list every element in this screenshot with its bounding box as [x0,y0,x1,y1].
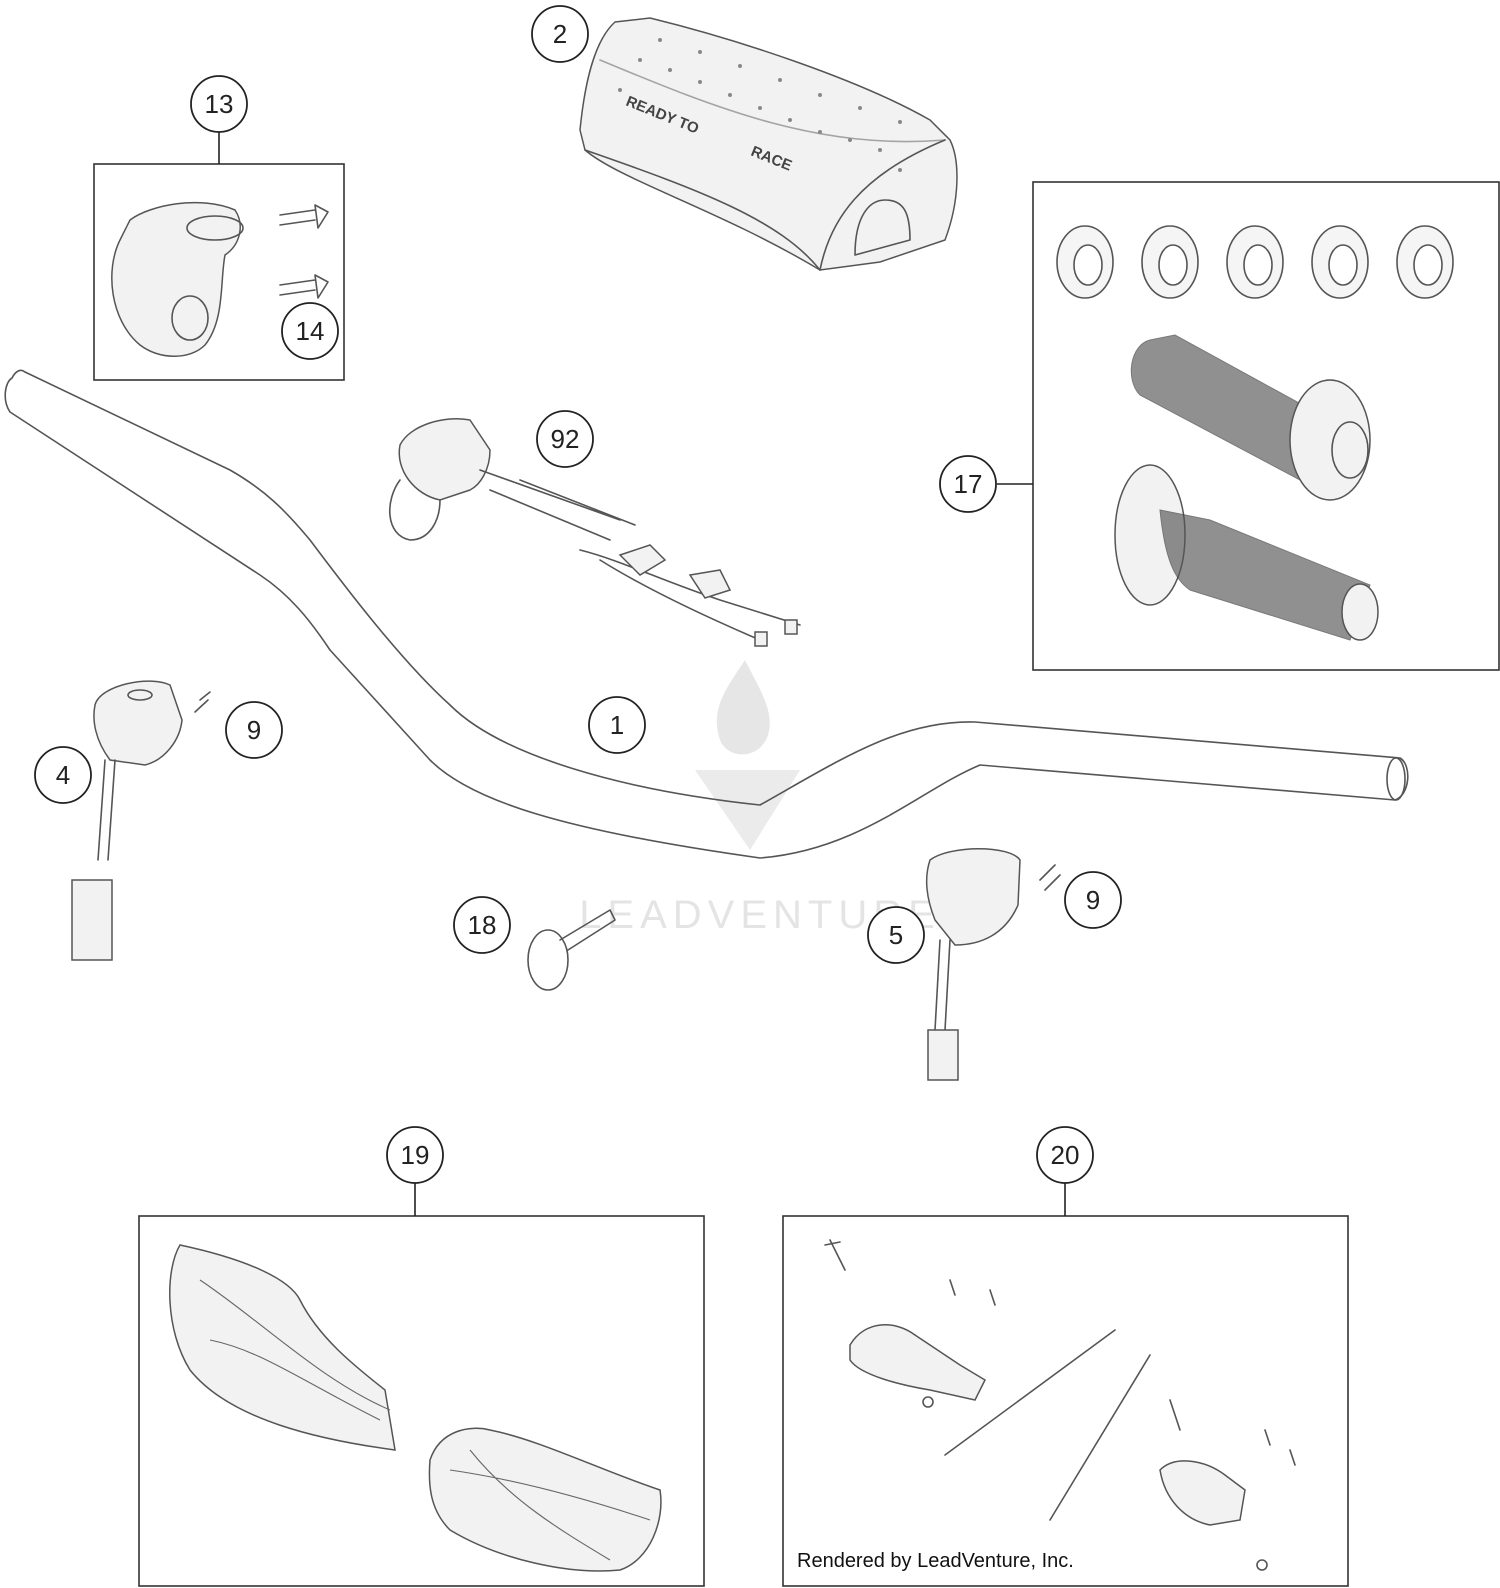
svg-text:1: 1 [610,710,624,740]
callout-5: 5 [867,906,925,964]
callout-17: 17 [939,455,997,513]
callout-13: 13 [190,75,248,133]
switch-left [71,680,211,961]
render-credit: Rendered by LeadVenture, Inc. [797,1550,1074,1572]
svg-text:92: 92 [551,424,580,454]
svg-text:19: 19 [401,1140,430,1170]
cable-tie [527,909,616,991]
callout-20: 20 [1036,1126,1094,1184]
kit-13-box [93,130,345,381]
svg-text:2: 2 [553,19,567,49]
callout-19: 19 [386,1126,444,1184]
handlebar [4,369,1409,859]
svg-text:20: 20 [1051,1140,1080,1170]
svg-text:9: 9 [247,715,261,745]
callout-9-left: 9 [225,701,283,759]
switch-right [925,848,1061,1081]
handlebar-pad: READY TO RACE [579,17,958,271]
svg-text:17: 17 [954,469,983,499]
callout-18: 18 [453,896,511,954]
callout-4: 4 [34,746,92,804]
svg-text:9: 9 [1086,885,1100,915]
svg-text:14: 14 [296,316,325,346]
svg-text:18: 18 [468,910,497,940]
svg-text:4: 4 [56,760,70,790]
kit-20-box: Rendered by LeadVenture, Inc. [782,1182,1349,1587]
callout-14: 14 [281,302,339,360]
callout-9-right: 9 [1064,871,1122,929]
callout-92: 92 [536,410,594,468]
kit-17-box [997,181,1500,671]
svg-text:5: 5 [889,920,903,950]
svg-text:13: 13 [205,89,234,119]
kit-19-box [138,1182,705,1587]
callout-1: 1 [588,696,646,754]
throttle-assembly [389,418,801,647]
callout-2: 2 [531,5,589,63]
